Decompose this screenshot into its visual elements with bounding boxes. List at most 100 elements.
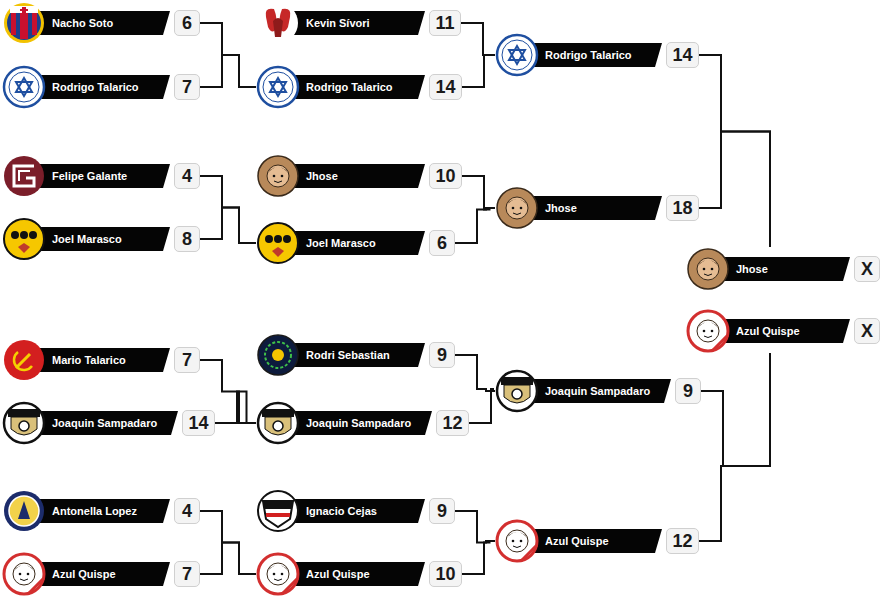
name-bar: Rodrigo Talarico [24, 75, 170, 99]
score-box: 10 [429, 561, 462, 587]
score-box: X [854, 318, 880, 344]
player-entry: Felipe Galante 4 [2, 154, 200, 198]
player-entry: Rodri Sebastian 9 [256, 333, 455, 377]
team-logo [2, 338, 46, 382]
score-box: 18 [666, 195, 699, 221]
team-logo [256, 1, 300, 45]
name-bar: Azul Quispe [24, 562, 170, 586]
score-value: 10 [432, 164, 458, 188]
player-entry: Azul Quispe 12 [495, 519, 699, 563]
score-box: 14 [666, 42, 699, 68]
score-box: 4 [174, 163, 200, 189]
score-box: 8 [174, 226, 200, 252]
score-value: 4 [179, 499, 195, 523]
bracket-connector [200, 208, 256, 244]
bracket-connector [699, 353, 770, 541]
score-box: 4 [174, 498, 200, 524]
team-logo [2, 552, 46, 596]
team-logo [256, 154, 300, 198]
score-value: 6 [179, 11, 195, 35]
name-bar: Azul Quispe [517, 529, 662, 553]
bracket-connector [469, 389, 495, 423]
team-logo [495, 519, 539, 563]
team-logo [2, 154, 46, 198]
score-value: 10 [432, 562, 458, 586]
player-entry: Joaquin Sampadaro 12 [256, 401, 469, 445]
team-logo [2, 489, 46, 533]
name-bar: Nacho Soto [24, 11, 170, 35]
name-bar: Jhose [517, 196, 662, 220]
score-value: 9 [434, 343, 450, 367]
bracket-connector [200, 511, 256, 574]
score-value: 14 [185, 411, 211, 435]
score-box: X [854, 256, 880, 282]
score-value: 7 [179, 75, 195, 99]
score-value: 7 [179, 562, 195, 586]
player-entry: Antonella Lopez4 [2, 489, 200, 533]
score-box: 10 [429, 163, 462, 189]
team-logo [495, 186, 539, 230]
bracket-connector [455, 355, 495, 391]
name-bar: Joaquin Sampadaro [24, 411, 178, 435]
score-box: 11 [429, 10, 461, 36]
team-logo [2, 217, 46, 261]
bracket-connector [699, 132, 770, 248]
player-entry: Nacho Soto 6 [2, 1, 200, 45]
score-value: 14 [669, 43, 695, 67]
player-entry: Azul QuispeX [686, 309, 880, 353]
score-value: 4 [179, 164, 195, 188]
team-logo [495, 33, 539, 77]
player-entry: Rodrigo Talarico 14 [495, 33, 699, 77]
score-box: 12 [666, 528, 699, 554]
team-logo [495, 369, 539, 413]
score-value: 12 [439, 411, 465, 435]
bracket-connector [200, 23, 256, 87]
score-value: 11 [432, 11, 457, 35]
team-logo [256, 489, 300, 533]
team-logo [2, 65, 46, 109]
name-bar: Joaquin Sampadaro [278, 411, 432, 435]
player-name: Joaquin Sampadaro [24, 411, 171, 435]
player-entry: Azul Quispe 10 [256, 552, 462, 596]
player-entry: Mario Talarico7 [2, 338, 200, 382]
team-logo [686, 247, 730, 291]
bracket-connector [461, 23, 495, 55]
name-bar: Joel Marasco [278, 231, 425, 255]
name-bar: Joel Marasco [24, 227, 170, 251]
name-bar: Kevin Sívori [278, 11, 425, 35]
score-value: X [858, 319, 876, 343]
team-logo [686, 309, 730, 353]
name-bar: Ignacio Cejas [278, 499, 425, 523]
player-entry: Joaquin Sampadaro 14 [2, 401, 215, 445]
name-bar: Felipe Galante [24, 164, 170, 188]
bracket-connector [462, 55, 495, 87]
score-value: 8 [179, 227, 195, 251]
bracket-connector [200, 543, 256, 575]
name-bar: Azul Quispe [278, 562, 425, 586]
score-box: 6 [174, 10, 200, 36]
name-bar: Jhose [708, 257, 850, 281]
score-box: 7 [174, 347, 200, 373]
bracket-connector [701, 353, 770, 466]
bracket-connector [215, 392, 256, 424]
player-entry: Joel Marasco6 [256, 221, 455, 265]
team-logo [2, 401, 46, 445]
player-entry: Joaquin Sampadaro 9 [495, 369, 701, 413]
bracket-connector [455, 511, 495, 543]
name-bar: Rodri Sebastian [278, 343, 425, 367]
name-bar: Rodrigo Talarico [517, 43, 662, 67]
team-logo [256, 401, 300, 445]
score-box: 12 [436, 410, 469, 436]
player-name: Joaquin Sampadaro [278, 411, 425, 435]
name-bar: Jhose [278, 164, 425, 188]
score-value: X [858, 257, 876, 281]
player-entry: Jhose X [686, 247, 880, 291]
player-entry: Jhose 10 [256, 154, 462, 198]
score-box: 7 [174, 561, 200, 587]
score-value: 9 [680, 379, 696, 403]
score-value: 12 [669, 529, 695, 553]
player-entry: Azul Quispe 7 [2, 552, 200, 596]
score-value: 18 [669, 196, 695, 220]
player-name: Joaquin Sampadaro [517, 379, 664, 403]
bracket-connector [200, 55, 256, 87]
